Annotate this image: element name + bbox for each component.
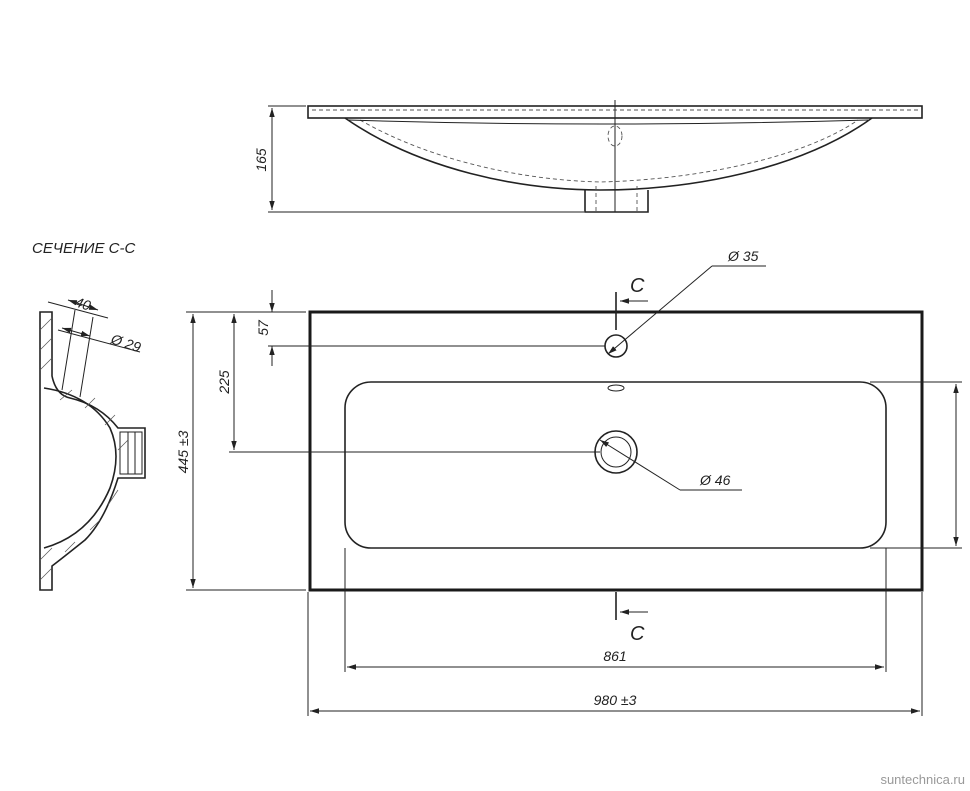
svg-text:445 ±3: 445 ±3 <box>175 430 191 473</box>
side-view <box>307 100 923 213</box>
dimension-bowl-depth: 264 <box>870 381 970 549</box>
dim-165: 165 <box>253 148 269 172</box>
dimension-total-width: 980 ±3 <box>307 592 923 716</box>
svg-text:Ø 35: Ø 35 <box>727 248 759 264</box>
leader-drain-diameter: Ø 46 <box>599 439 742 491</box>
section-view: 40 Ø 29 <box>39 294 146 591</box>
section-mark-top: C <box>615 275 648 330</box>
svg-text:C: C <box>630 623 645 645</box>
dimension-bowl-width: 861 <box>344 548 887 672</box>
dim-diameter-29: Ø 29 <box>108 330 143 355</box>
svg-text:225: 225 <box>216 370 232 395</box>
section-mark-bottom: C <box>615 592 648 645</box>
leader-overflow-diameter: Ø 35 <box>607 248 766 355</box>
svg-text:57: 57 <box>255 319 271 336</box>
svg-text:980 ±3: 980 ±3 <box>594 692 637 708</box>
svg-text:861: 861 <box>603 648 626 664</box>
dimension-overflow-offset: 57 <box>255 290 605 366</box>
svg-text:Ø 46: Ø 46 <box>699 472 731 488</box>
plan-view <box>308 310 924 592</box>
dimension-total-depth: 445 ±3 <box>175 311 306 591</box>
watermark: suntechnica.ru <box>880 772 965 787</box>
svg-text:C: C <box>630 275 645 297</box>
dimension-drain-offset: 225 <box>216 314 600 453</box>
dimension-height-side: 165 <box>253 105 584 213</box>
section-title: СЕЧЕНИЕ С-С <box>32 240 136 257</box>
dim-40: 40 <box>73 294 93 314</box>
